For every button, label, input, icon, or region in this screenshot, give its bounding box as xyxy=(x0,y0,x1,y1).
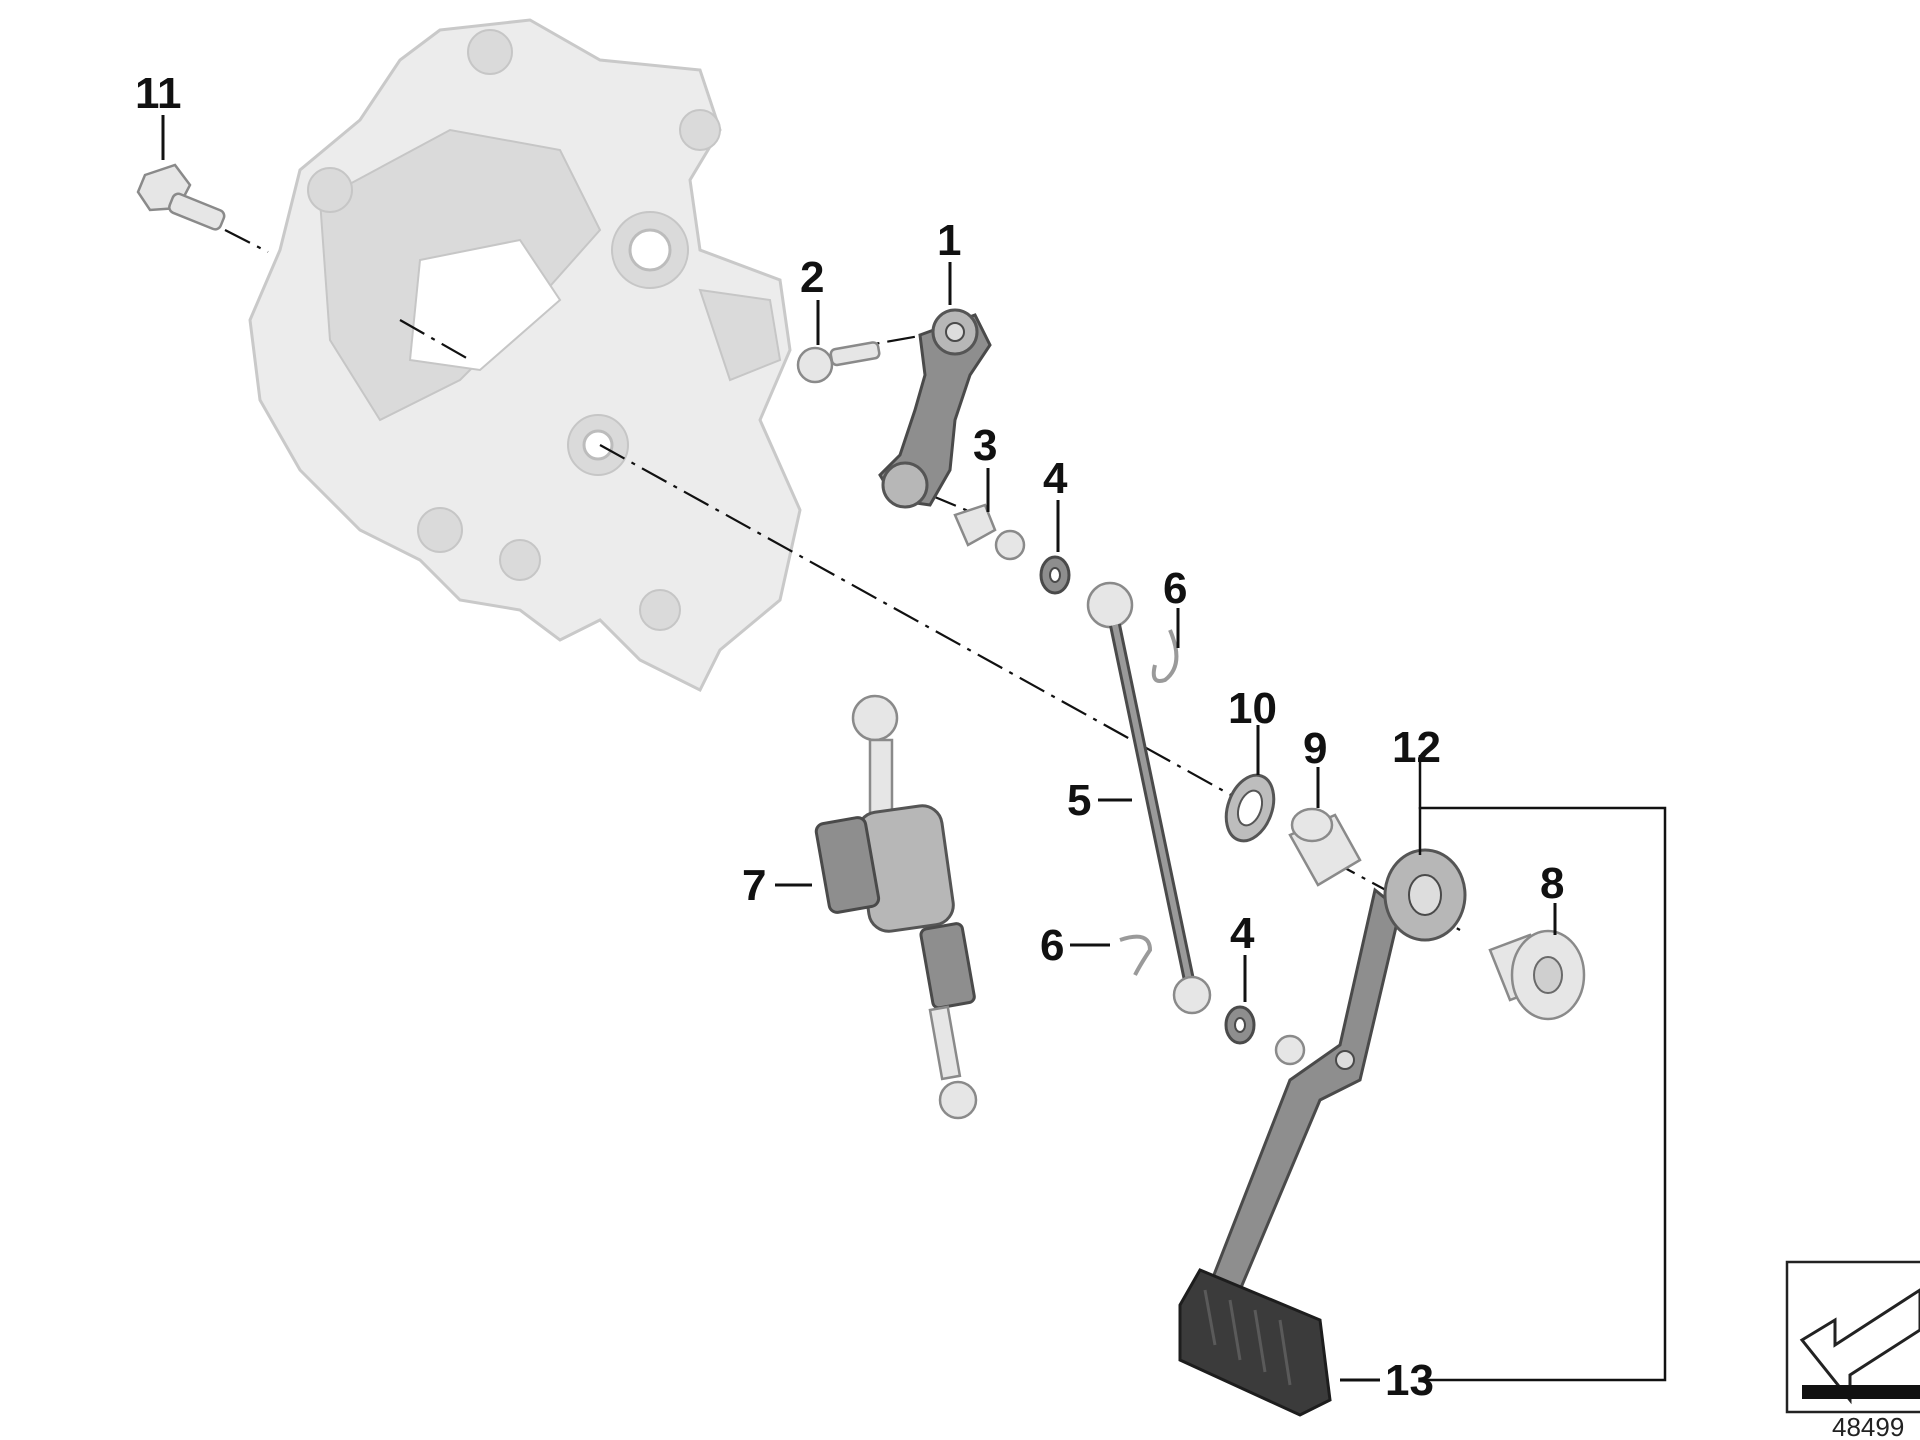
gear-shift-lever-icon xyxy=(1207,848,1467,1292)
collar-bolt-part-8 xyxy=(1488,929,1586,1021)
callout-4-lower: 4 xyxy=(1230,909,1255,958)
shift-arm-part-1 xyxy=(878,308,992,509)
bolt-part-11 xyxy=(136,163,226,231)
callout-1: 1 xyxy=(937,216,961,265)
washer-part-4-upper xyxy=(1039,555,1071,595)
screw-part-2 xyxy=(796,341,881,384)
callout-7: 7 xyxy=(742,861,766,910)
washer-part-10 xyxy=(1224,773,1276,843)
bushing-part-9 xyxy=(1288,807,1362,887)
callout-11: 11 xyxy=(135,69,182,118)
callout-13: 13 xyxy=(1385,1356,1434,1405)
callout-2: 2 xyxy=(800,253,824,302)
callout-6-upper: 6 xyxy=(1163,564,1187,613)
ball-stud-part-3 xyxy=(953,503,1026,561)
callout-8: 8 xyxy=(1540,859,1564,908)
reference-stamp-icon xyxy=(1785,1260,1920,1414)
reference-number: 48499 xyxy=(1832,1412,1904,1440)
leader-lines xyxy=(161,115,1557,1382)
washer-part-4-lower xyxy=(1224,1005,1306,1066)
callout-labels: 11 2 1 3 4 6 10 9 12 5 7 8 6 4 13 xyxy=(135,69,1564,1405)
callout-4-upper: 4 xyxy=(1043,454,1068,503)
shift-sensor-part-7 xyxy=(814,694,978,1120)
callout-9: 9 xyxy=(1303,724,1327,773)
callout-12: 12 xyxy=(1392,723,1441,772)
callout-3: 3 xyxy=(973,421,997,470)
shift-peg-part-13 xyxy=(1178,1268,1332,1417)
callout-5: 5 xyxy=(1067,776,1091,825)
callout-6-lower: 6 xyxy=(1040,921,1064,970)
clip-part-6-lower xyxy=(1119,934,1153,976)
callout-10: 10 xyxy=(1228,684,1277,733)
footrest-bracket-housing xyxy=(248,18,802,693)
shift-rod-part-5 xyxy=(1086,581,1212,1015)
assembly-bracket-12-13 xyxy=(1418,755,1667,1382)
clip-part-6-upper xyxy=(1151,629,1179,683)
